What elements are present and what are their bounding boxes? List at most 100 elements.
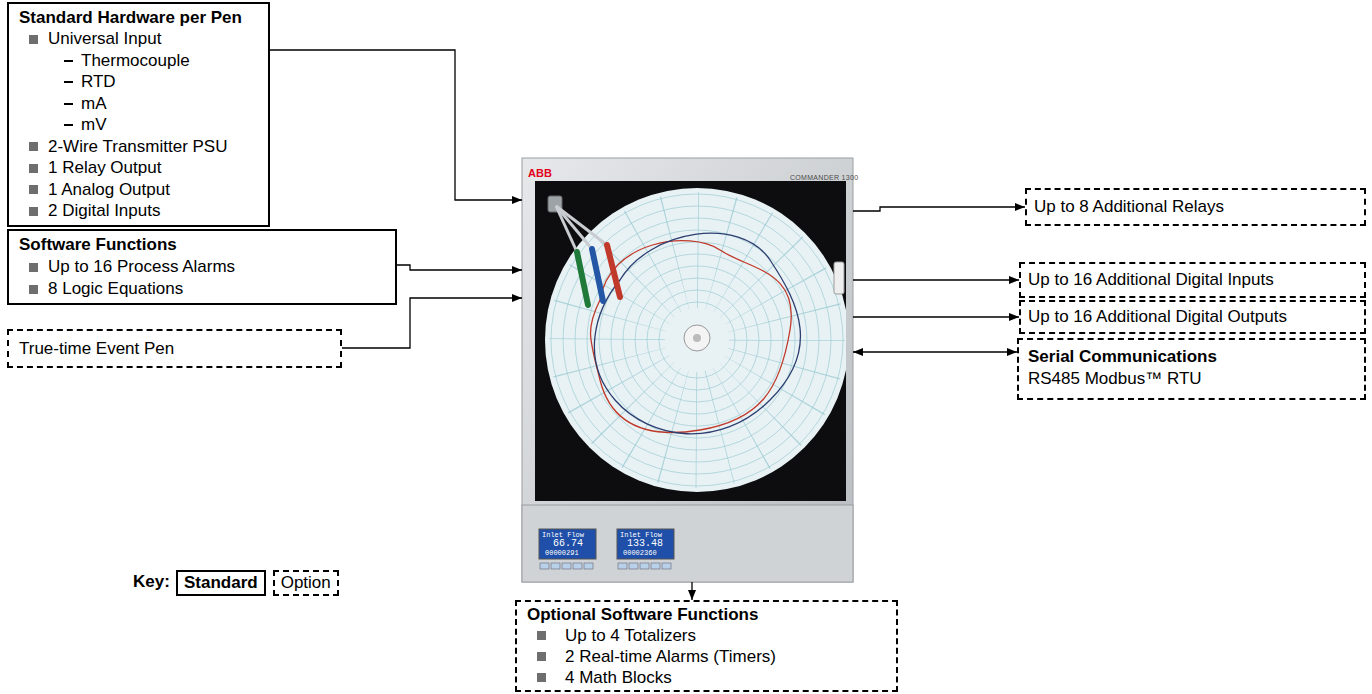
list-item: Up to 16 Process Alarms [19,256,387,278]
standard-hardware-box: Standard Hardware per PenUniversal Input… [7,2,270,227]
list-item: RTD [19,72,260,94]
chart-paper [545,188,846,492]
legend-text: Standard [184,573,258,592]
list-item: Thermocouple [19,50,260,72]
bullet-square [537,652,546,661]
item-text: Up to 8 Additional Relays [1034,197,1224,217]
display-counter: 00002360 [623,550,657,557]
bullet-square [29,263,38,272]
list-item: 4 Math Blocks [527,667,888,688]
bullet-square [29,35,38,44]
box-heading: Standard Hardware per Pen [19,7,260,29]
item-text: mV [81,115,107,135]
lcd-screen [617,529,674,559]
item-text: 2 Digital Inputs [48,201,160,221]
bullet-square [29,164,38,173]
key-button [562,563,571,569]
item-text: Up to 4 Totalizers [565,626,696,646]
red-pen [607,245,620,297]
hub-pin [693,334,701,342]
box-heading: Optional Software Functions [527,604,888,625]
bullet-square [537,673,546,682]
box-heading: Software Functions [19,234,387,256]
lcd-screen [539,529,596,559]
dash-mark [64,60,73,62]
grid-ring [563,206,831,474]
connector-arrow [853,279,1019,280]
display-text: Inlet Flow [620,532,662,539]
connector-arrow [853,207,1025,211]
heading-text: Serial Communications [1028,347,1217,367]
software-functions-box: Software FunctionsUp to 16 Process Alarm… [7,229,397,305]
chart-grid [551,194,843,486]
display-value: 66.74 [553,539,583,549]
item-text: Up to 16 Additional Digital Inputs [1028,270,1274,290]
green-pen [577,252,588,305]
connector-arrow [853,351,1017,352]
key-button [551,563,560,569]
legend: Standard Option [176,570,339,596]
connector-arrow [691,582,692,600]
box-heading: Serial Communications [1028,346,1356,368]
item-text: 2 Real-time Alarms (Timers) [565,647,776,667]
list-item: Up to 16 Additional Digital Inputs [1028,269,1356,291]
item-text: 4 Math Blocks [565,668,672,688]
legend-sample: Option [273,570,339,596]
recorder-housing [522,158,853,582]
bullet-square [29,285,38,294]
front-panel [522,505,853,582]
legend-sample: Standard [176,570,266,596]
dash-mark [64,81,73,83]
heading-text: Software Functions [19,235,177,255]
bullet-square [29,142,38,151]
legend-text: Option [281,573,331,592]
grid-ring [551,194,843,486]
connector-arrow [397,265,522,270]
item-text: 8 Logic Equations [48,279,183,299]
item-text: 1 Relay Output [48,158,161,178]
list-item: 2-Wire Transmitter PSU [19,136,260,158]
label-holder: ABB [528,164,552,180]
bullet-square [29,185,38,194]
option-box: Up to 8 Additional Relays [1025,188,1366,226]
key-button [584,563,593,569]
bullet-square [29,207,38,216]
heading-text: Standard Hardware per Pen [19,8,242,28]
item-text: True-time Event Pen [19,339,174,359]
grid-ring [587,230,807,450]
grid-ring [575,218,819,462]
keypad [540,563,671,569]
list-item: 2 Real-time Alarms (Timers) [527,646,888,667]
list-item: Universal Input [19,29,260,51]
chart-hub [684,325,710,351]
chart-disk [545,188,846,492]
label-holder: COMMANDER 1300 [790,167,858,183]
door-latch [834,262,844,294]
brand-logo: ABB [528,167,552,179]
list-item: 8 Logic Equations [19,278,387,300]
connector-arrow [342,298,522,348]
list-item: Up to 4 Totalizers [527,625,888,646]
grid-ring [659,302,735,378]
red-trace [591,241,792,433]
display-text: Inlet Flow [542,532,584,539]
dash-mark [64,103,73,105]
connector-arrow [853,316,1019,317]
blue-trace [594,233,800,434]
item-text: 2-Wire Transmitter PSU [48,137,227,157]
item-text: RS485 Modbus™ RTU [1028,369,1202,389]
list-item: True-time Event Pen [19,338,332,360]
serial-comms-box: Serial CommunicationsRS485 Modbus™ RTU [1017,338,1366,400]
key-label: Key: [133,573,170,590]
list-item: Up to 16 Additional Digital Outputs [1028,306,1356,328]
item-text: mA [81,94,107,114]
pen-arm [556,206,607,245]
item-text: RTD [81,72,116,92]
key-button [640,563,649,569]
item-text: Universal Input [48,29,161,49]
heading-text: Optional Software Functions [527,605,758,625]
key-button [651,563,660,569]
list-item: 1 Relay Output [19,158,260,180]
model-name: COMMANDER 1300 [790,174,858,181]
